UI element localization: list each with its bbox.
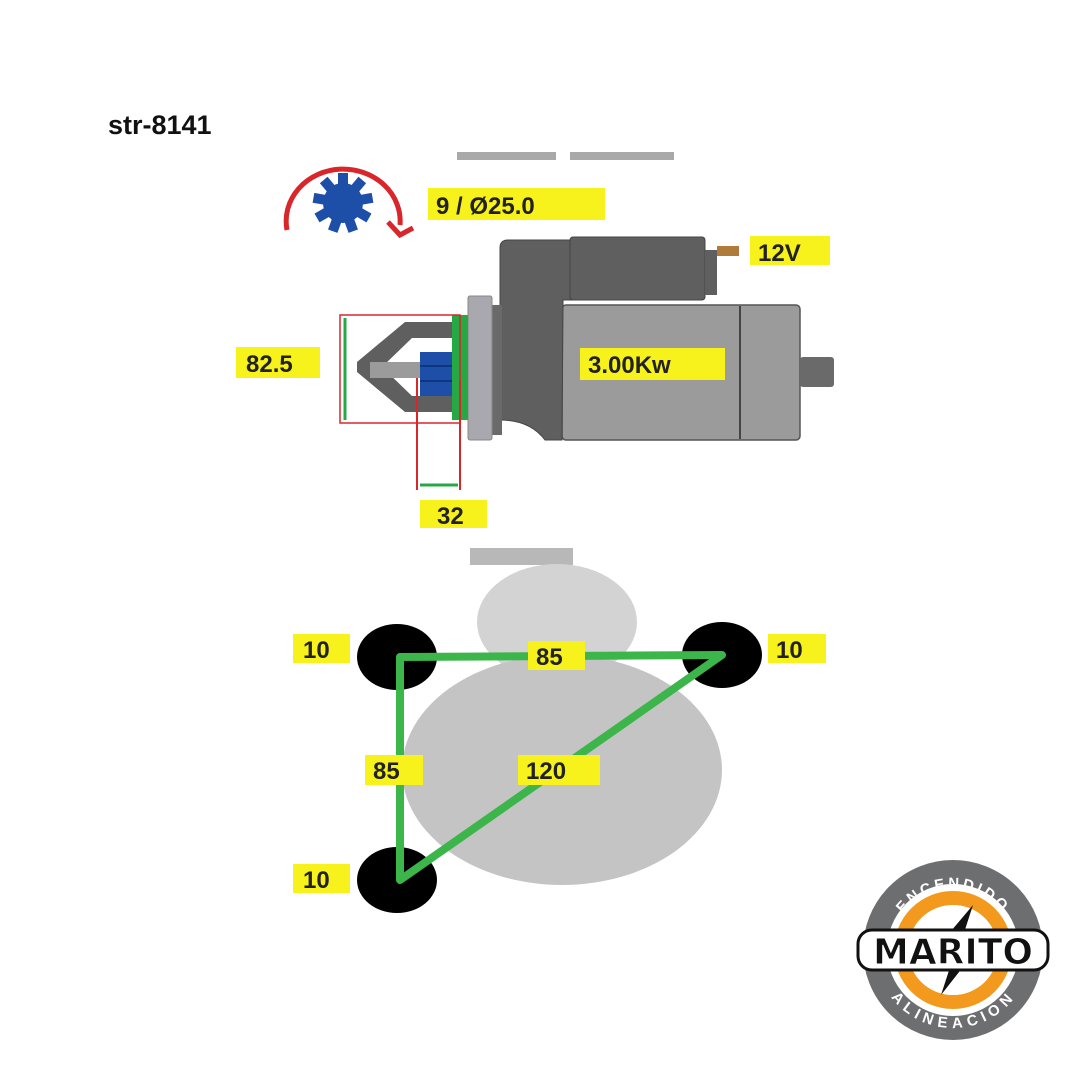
- label-box: [236, 347, 320, 378]
- label-box: [518, 755, 600, 785]
- hole-top-left-label: 10: [303, 637, 330, 664]
- hole-top-right-label: 10: [776, 637, 803, 664]
- gear-icon: [312, 173, 374, 233]
- hole-bottom-left-label: 10: [303, 867, 330, 894]
- rotation-arrow-icon: [283, 166, 415, 239]
- label-box: [580, 348, 725, 380]
- label-box: [528, 641, 585, 670]
- faded-bar: [570, 152, 674, 160]
- gear-spec-label: 9 / Ø25.0: [436, 193, 535, 220]
- power-label: 3.00Kw: [588, 352, 671, 379]
- label-box: [750, 236, 830, 265]
- svg-text:MARITO: MARITO: [873, 932, 1033, 973]
- flange-height-label: 82.5: [246, 351, 293, 378]
- part-number-title: str-8141: [108, 110, 212, 140]
- label-box: [293, 864, 350, 893]
- marito-logo: ENCENDIDO ALINEACION MARITO: [856, 860, 1050, 1040]
- label-box: [768, 634, 826, 663]
- pinion-offset-label: 32: [437, 503, 464, 530]
- dimension-lines: [339, 314, 461, 490]
- starter-motor: [357, 236, 834, 441]
- label-box: [365, 755, 423, 785]
- diagonal-label: 120: [526, 758, 566, 785]
- label-box: [428, 188, 605, 220]
- label-box: [420, 500, 487, 528]
- side-left-label: 85: [373, 758, 400, 785]
- side-top-label: 85: [536, 644, 563, 671]
- nose-circle: [477, 564, 637, 680]
- label-box: [293, 634, 350, 663]
- terminal-icon: [717, 246, 739, 256]
- voltage-label: 12V: [758, 240, 801, 267]
- faded-bar: [470, 548, 573, 565]
- faded-bar: [457, 152, 556, 160]
